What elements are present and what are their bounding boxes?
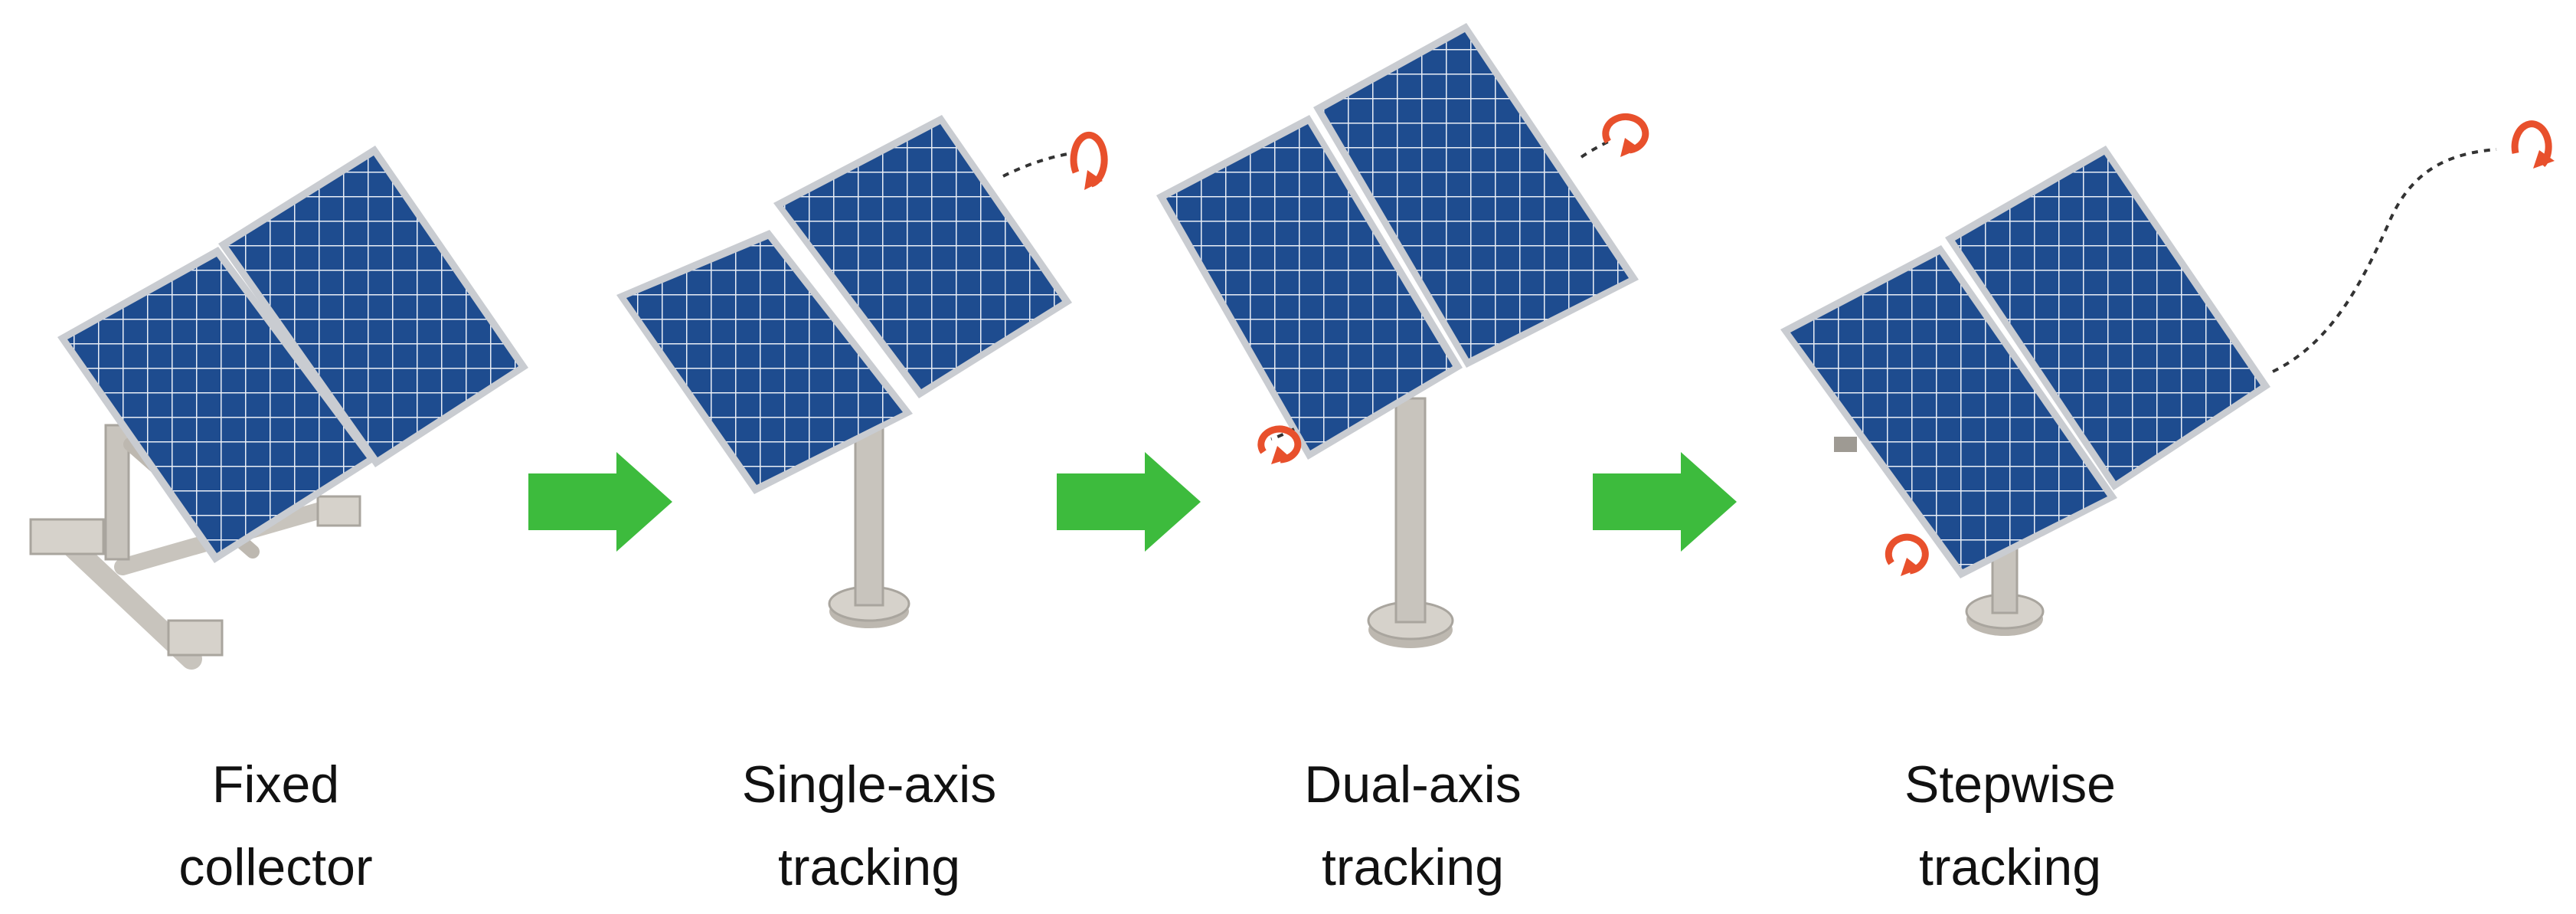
- green-right-arrow-icon: [528, 452, 672, 552]
- caption-single-axis: Single-axis tracking: [655, 743, 1084, 909]
- fixed-solar-panel-right: [218, 146, 528, 467]
- rotation-arrow-icon: [1885, 533, 1929, 576]
- caption-single-line2: tracking: [777, 838, 961, 896]
- single-axis-tracking-illustration: [616, 115, 1108, 628]
- caption-fixed-line2: collector: [178, 838, 373, 896]
- caption-stepwise-line2: tracking: [1918, 838, 2102, 896]
- dual-axis-tracking-illustration: [1156, 23, 1649, 648]
- single-solar-panel-right: [773, 115, 1072, 398]
- stepwise-rotation-path: [2272, 148, 2497, 373]
- fixed-solar-panel-left: [57, 247, 377, 563]
- caption-dual-line2: tracking: [1321, 838, 1505, 896]
- caption-fixed-collector: Fixed collector: [61, 743, 490, 909]
- caption-stepwise-line1: Stepwise: [1904, 755, 2116, 814]
- green-right-arrow-icon: [1593, 452, 1737, 552]
- green-right-arrow-icon: [1057, 452, 1201, 552]
- rotation-arrow-icon: [1070, 131, 1108, 190]
- single-rotation-path: [1002, 152, 1073, 178]
- rotation-arrow-icon: [2511, 120, 2555, 169]
- single-solar-panel-left: [616, 230, 913, 494]
- rotation-arrow-icon: [1257, 425, 1302, 464]
- caption-fixed-line1: Fixed: [211, 755, 340, 814]
- dual-pole: [1367, 397, 1454, 648]
- caption-single-line1: Single-axis: [741, 755, 997, 814]
- stepwise-solar-panel-left: [1780, 245, 2117, 578]
- rotation-arrow-icon: [1602, 113, 1649, 157]
- caption-stepwise: Stepwise tracking: [1796, 743, 2225, 909]
- dual-rotation-path-top: [1580, 140, 1609, 159]
- caption-dual-axis: Dual-axis tracking: [1198, 743, 1627, 909]
- fixed-collector-illustration: [29, 146, 528, 670]
- dual-solar-panel-left: [1156, 115, 1463, 460]
- caption-dual-line1: Dual-axis: [1304, 755, 1522, 814]
- stepwise-pole: [1834, 437, 2045, 636]
- single-pole: [828, 382, 910, 628]
- stepwise-solar-panel-right: [1945, 146, 2270, 490]
- dual-solar-panel-right: [1313, 23, 1639, 368]
- stepwise-tracking-illustration: [1780, 120, 2555, 636]
